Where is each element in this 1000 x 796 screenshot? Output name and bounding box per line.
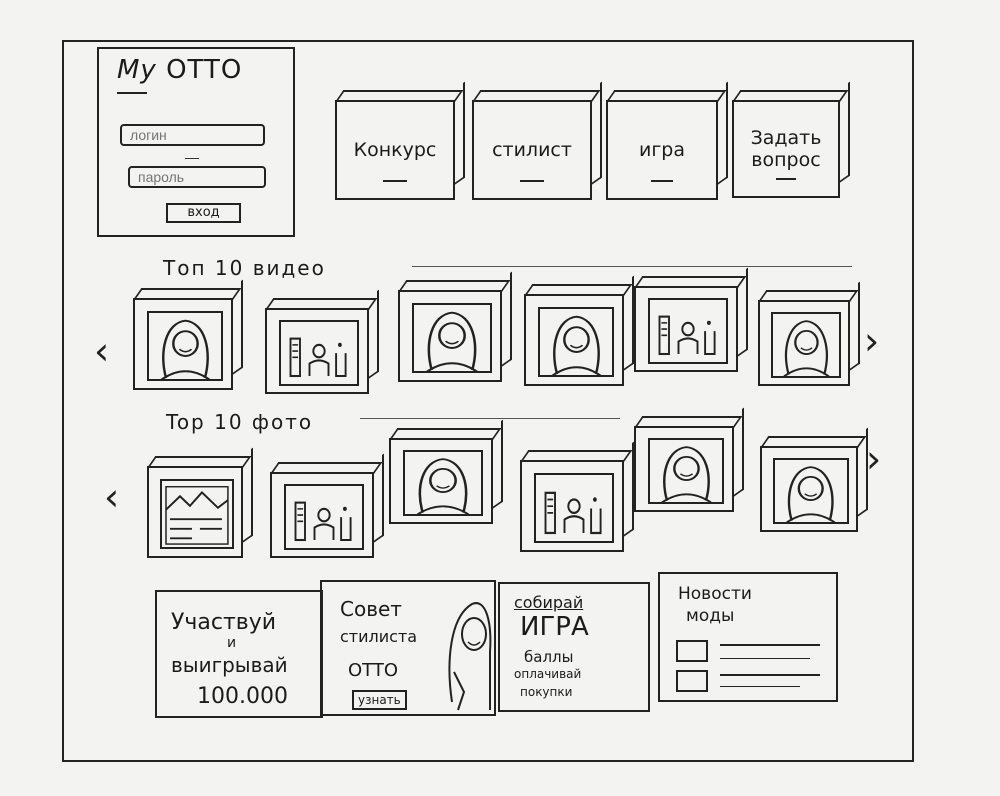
promo-contest-line2: и	[227, 635, 237, 651]
promo-stylist-button[interactable]: узнать	[352, 690, 407, 710]
logo-underline	[117, 92, 147, 94]
products-icon	[534, 472, 614, 544]
videos-prev-arrow[interactable]: ‹	[94, 329, 110, 373]
nav-ask-question[interactable]: Задать вопрос	[732, 100, 840, 198]
landscape-icon	[160, 478, 234, 550]
nav-contest-label: Конкурс	[353, 139, 437, 161]
logo-my: My	[117, 55, 157, 85]
page-frame	[62, 40, 914, 762]
nav-game[interactable]: игра	[606, 100, 718, 200]
promo-contest-amount: 100.000	[197, 684, 288, 709]
promo-news-line1: Новости	[678, 584, 752, 604]
photo-thumbnail[interactable]	[147, 466, 243, 558]
person-icon	[146, 310, 224, 382]
video-thumbnail[interactable]	[524, 294, 624, 386]
photos-prev-arrow[interactable]: ‹	[104, 475, 120, 519]
products-icon	[284, 483, 364, 551]
stylist-portrait-icon	[448, 602, 492, 711]
nav-game-label: игра	[638, 139, 686, 161]
videos-title-line	[412, 266, 852, 267]
news-line	[720, 686, 800, 687]
photo-thumbnail[interactable]	[520, 460, 624, 552]
video-thumbnail[interactable]	[758, 300, 850, 386]
photos-next-arrow[interactable]: ›	[866, 437, 882, 481]
video-thumbnail[interactable]	[133, 298, 233, 390]
videos-title: Топ 10 видео	[163, 256, 326, 280]
site-logo[interactable]: My OTTO	[117, 55, 242, 85]
promo-contest[interactable]: Участвуй и выигрывай 100.000	[155, 590, 323, 718]
news-line	[720, 644, 820, 646]
news-thumb-1[interactable]	[676, 640, 708, 662]
video-thumbnail[interactable]	[634, 286, 738, 372]
products-icon	[648, 297, 728, 365]
video-thumbnail[interactable]	[398, 290, 502, 382]
products-icon	[279, 319, 359, 387]
news-thumb-2[interactable]	[676, 670, 708, 692]
photo-thumbnail[interactable]	[760, 446, 858, 532]
news-line	[720, 674, 820, 676]
logo-otto: OTTO	[166, 55, 243, 85]
nav-ask-question-label: Задать вопрос	[750, 127, 822, 171]
login-input[interactable]	[120, 124, 265, 146]
promo-stylist-line1: Совет	[340, 597, 402, 621]
person-icon	[412, 302, 492, 374]
login-button[interactable]: вход	[166, 203, 241, 223]
promo-contest-line3: выигрывай	[171, 653, 288, 677]
promo-game[interactable]: собирай ИГРА баллы оплачивай покупки	[498, 582, 650, 712]
nav-contest[interactable]: Конкурс	[335, 100, 455, 200]
promo-stylist[interactable]: Совет стилиста OTTO узнать	[320, 580, 496, 716]
promo-stylist-line2: стилиста	[340, 627, 418, 646]
login-panel	[97, 47, 295, 237]
promo-news[interactable]: Новости моды	[658, 572, 838, 702]
promo-news-line2: моды	[686, 606, 735, 626]
password-input[interactable]	[128, 166, 266, 188]
promo-contest-line1: Участвуй	[171, 610, 277, 635]
promo-game-line1: собирай	[514, 593, 584, 612]
photo-thumbnail[interactable]	[270, 472, 374, 558]
promo-game-line5: покупки	[520, 685, 573, 699]
video-thumbnail[interactable]	[265, 308, 369, 394]
nav-stylist-label: стилист	[492, 139, 572, 161]
nav-stylist[interactable]: стилист	[472, 100, 592, 200]
login-dash	[185, 158, 199, 159]
person-icon	[647, 437, 725, 505]
person-icon	[403, 449, 483, 517]
person-icon	[773, 457, 849, 525]
person-icon	[770, 311, 842, 379]
promo-game-line4: оплачивай	[514, 667, 582, 681]
promo-stylist-line3: OTTO	[348, 660, 399, 681]
photo-thumbnail[interactable]	[634, 426, 734, 512]
person-icon	[537, 306, 615, 378]
photos-title: Top 10 фото	[166, 410, 314, 434]
promo-game-line3: баллы	[524, 648, 574, 666]
videos-next-arrow[interactable]: ›	[864, 319, 880, 363]
photos-title-line	[360, 418, 620, 419]
news-line	[720, 658, 810, 659]
promo-game-line2: ИГРА	[520, 612, 589, 642]
photo-thumbnail[interactable]	[389, 438, 493, 524]
